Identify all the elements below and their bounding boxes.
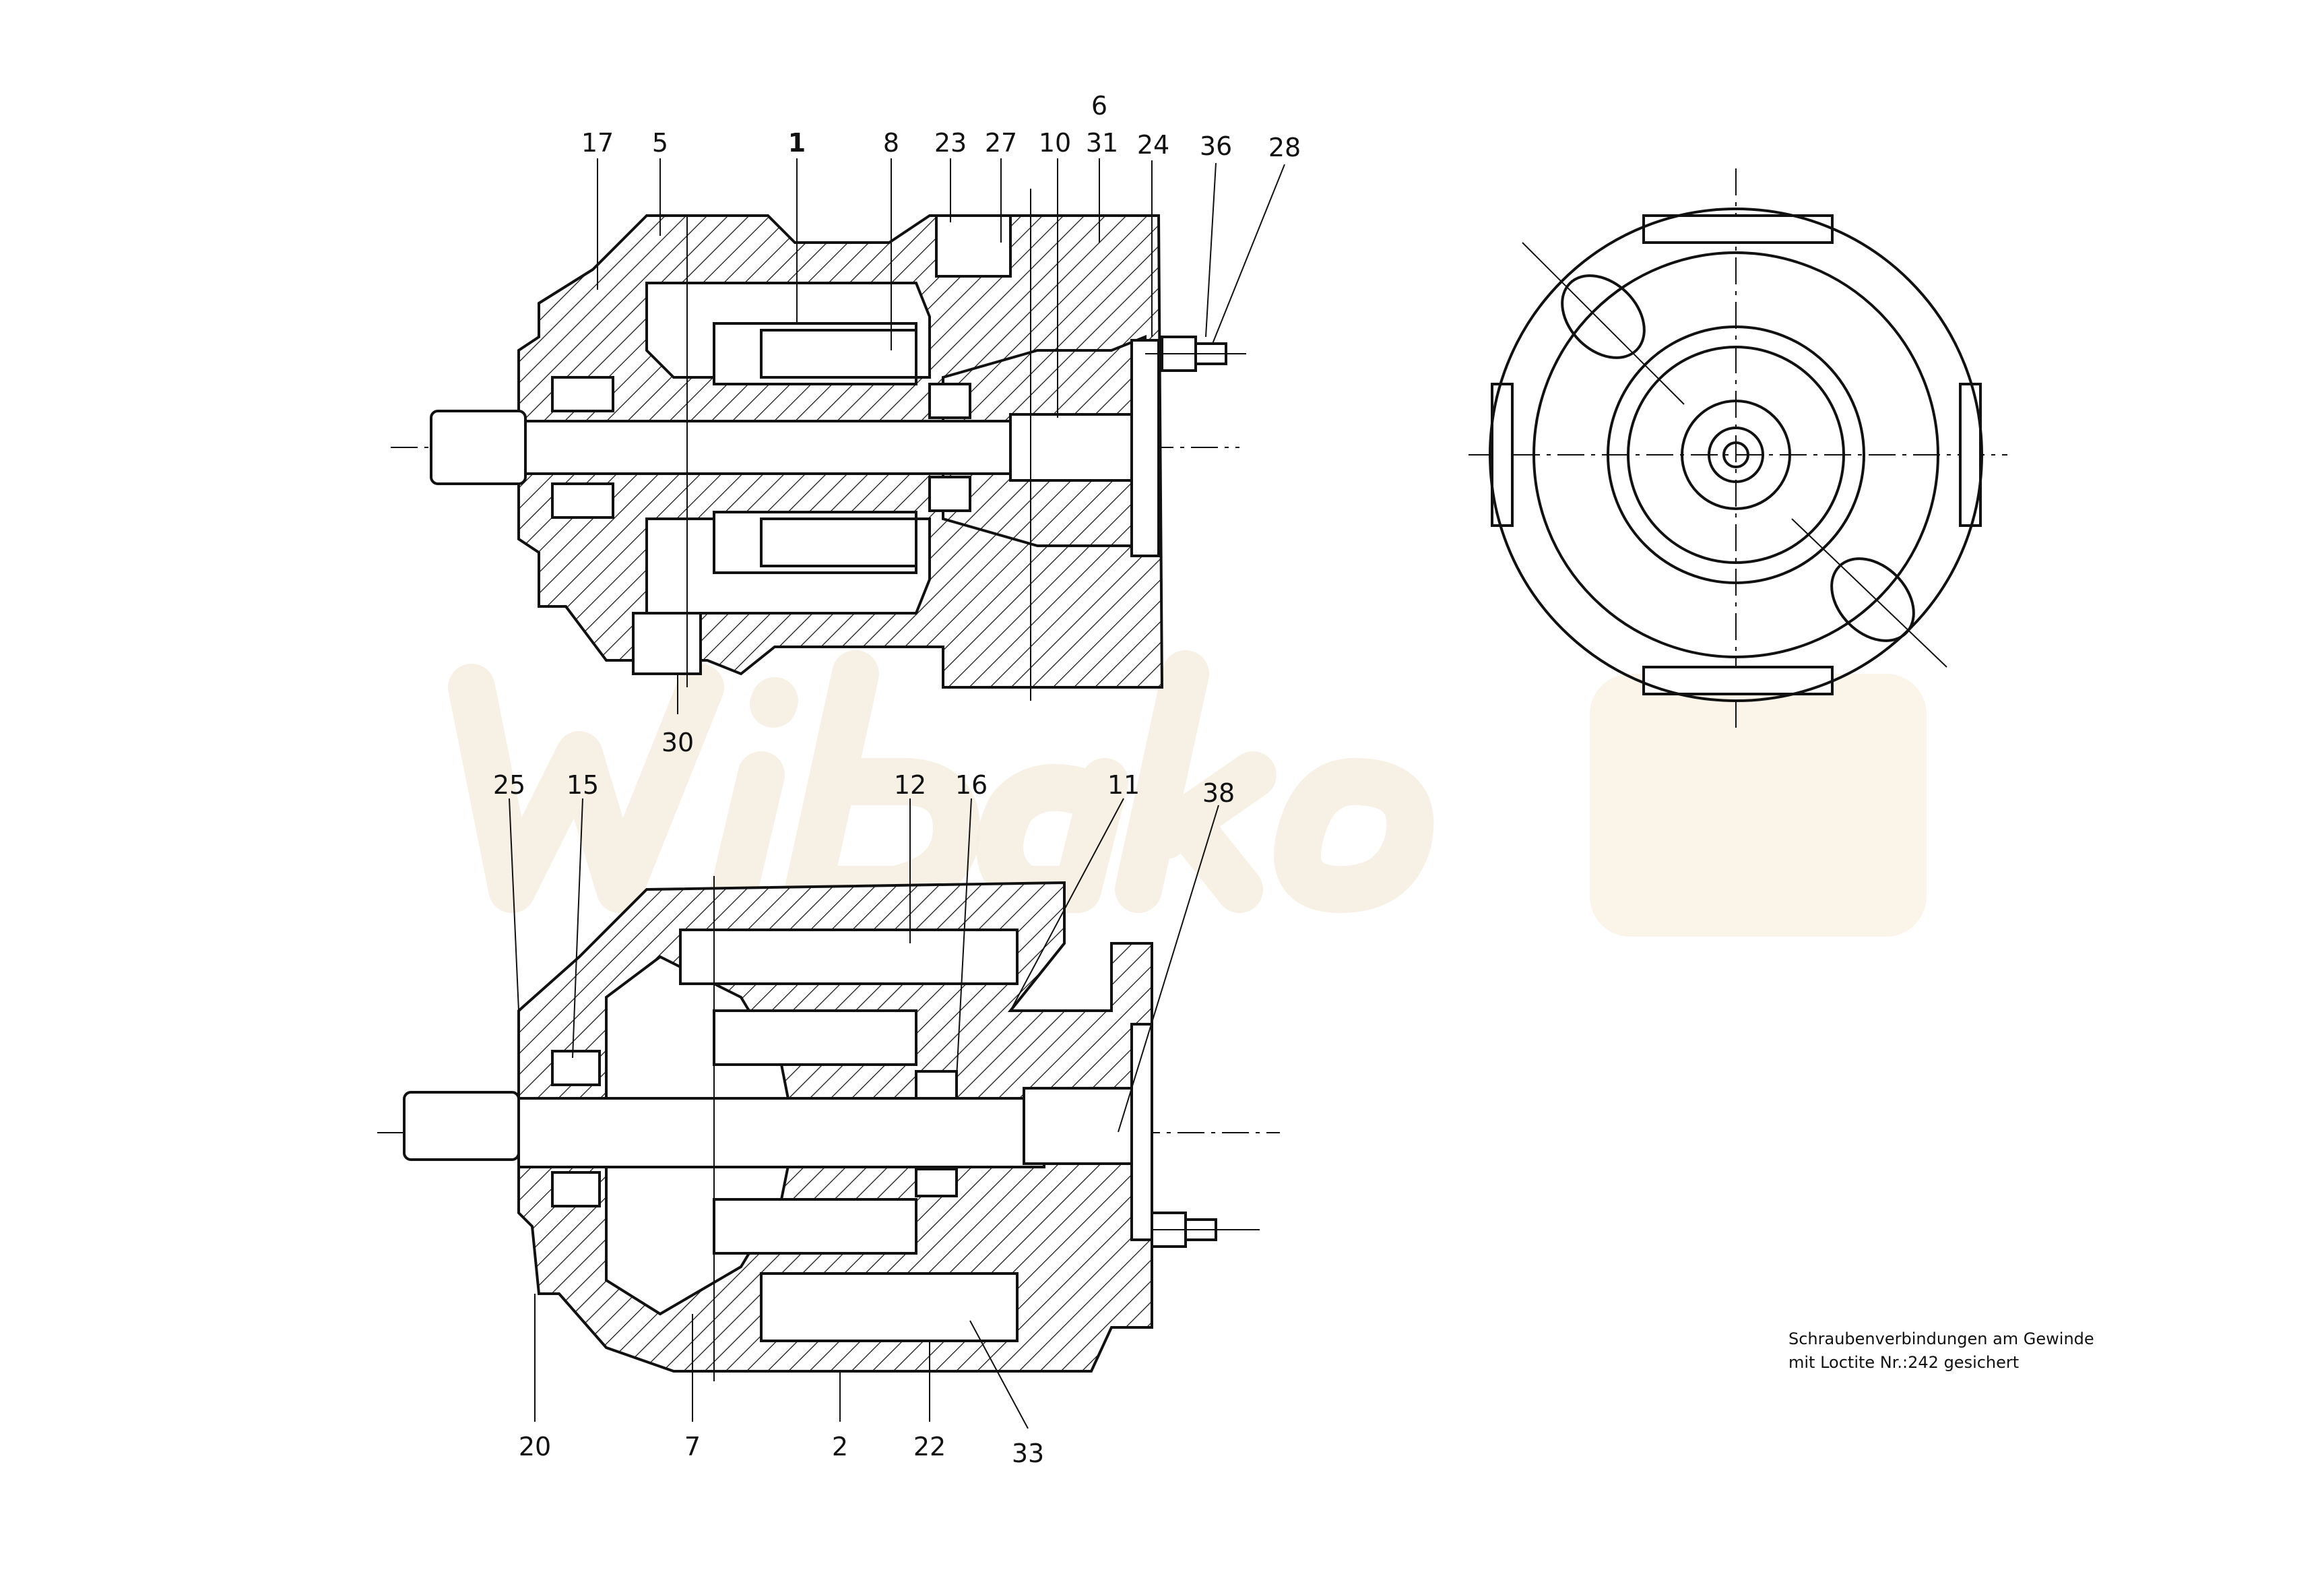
label-25: 25 (493, 770, 525, 800)
label-23: 23 (934, 128, 967, 158)
label-11: 11 (1107, 770, 1140, 800)
label-20: 20 (519, 1432, 551, 1461)
leader-lines (509, 798, 1219, 1429)
leader-lines (597, 158, 1285, 714)
top-sectional-view (391, 189, 1246, 701)
label-5: 5 (652, 128, 668, 158)
label-33: 33 (1012, 1439, 1044, 1468)
label-8: 8 (883, 128, 899, 158)
label-22: 22 (913, 1432, 946, 1461)
label-1: 1 (788, 128, 806, 158)
label-31: 31 (1086, 128, 1118, 158)
label-10: 10 (1039, 128, 1071, 158)
bottom-sectional-view (377, 876, 1280, 1381)
part-labels-bottom: 25 15 12 16 11 38 20 7 2 22 33 (493, 770, 1235, 1468)
note-line-2: mit Loctite Nr.:242 gesichert (1788, 1353, 2019, 1372)
end-view (1468, 168, 2007, 728)
assembly-note: Schraubenverbindungen am Gewinde mit Loc… (1788, 1329, 2094, 1372)
label-36: 36 (1200, 131, 1232, 161)
label-15: 15 (567, 770, 599, 800)
part-labels-top: 17 5 1 8 23 27 10 6 31 24 36 28 30 (581, 91, 1301, 757)
label-28: 28 (1268, 133, 1301, 162)
label-2: 2 (832, 1432, 848, 1461)
label-30: 30 (661, 728, 694, 757)
watermark-logo (448, 650, 1927, 937)
label-38: 38 (1202, 778, 1235, 808)
label-7: 7 (684, 1432, 701, 1461)
label-12: 12 (894, 770, 926, 800)
label-27: 27 (985, 128, 1017, 158)
label-17: 17 (581, 128, 614, 158)
note-line-1: Schraubenverbindungen am Gewinde (1788, 1329, 2094, 1348)
label-16: 16 (955, 770, 988, 800)
label-6: 6 (1091, 91, 1107, 121)
label-24: 24 (1137, 130, 1169, 160)
